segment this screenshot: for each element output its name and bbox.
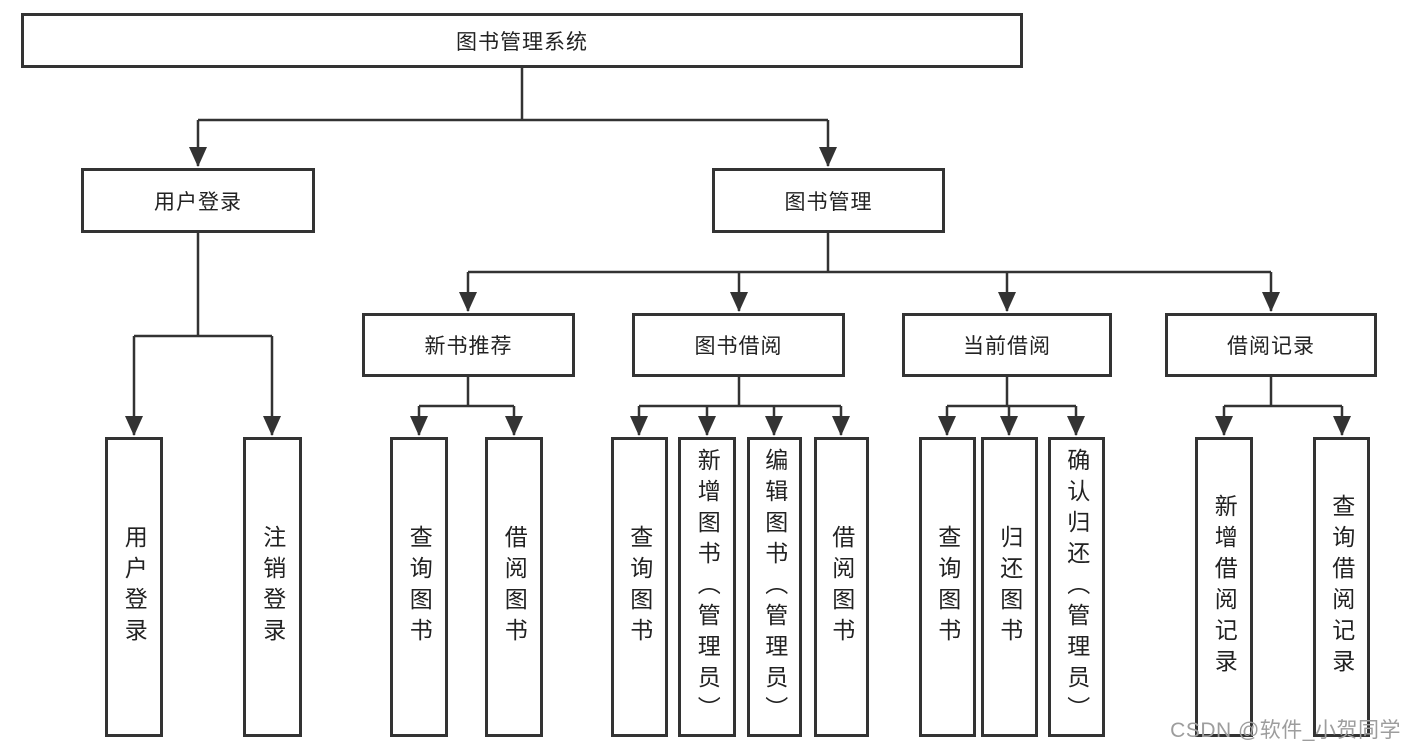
node-book-management: 图书管理 xyxy=(712,168,945,233)
node-borrowing-records: 借阅记录 xyxy=(1165,313,1377,377)
leaf-borrow-books-recommend: 借阅图书 xyxy=(485,437,543,737)
leaf-return-books: 归还图书 xyxy=(981,437,1038,737)
leaf-query-borrowing-record: 查询借阅记录 xyxy=(1313,437,1370,737)
leaf-confirm-return-admin: 确认归还（管理员） xyxy=(1048,437,1105,737)
node-new-book-recommendation: 新书推荐 xyxy=(362,313,575,377)
leaf-borrow-books-borrowing: 借阅图书 xyxy=(814,437,869,737)
leaf-add-borrowing-record: 新增借阅记录 xyxy=(1195,437,1253,737)
leaf-add-books-admin: 新增图书（管理员） xyxy=(678,437,736,737)
leaf-query-books-recommend: 查询图书 xyxy=(390,437,448,737)
node-book-borrowing: 图书借阅 xyxy=(632,313,845,377)
branch-lines xyxy=(134,68,1342,408)
leaf-query-books-borrowing: 查询图书 xyxy=(611,437,668,737)
node-root-library-management-system: 图书管理系统 xyxy=(21,13,1023,68)
node-user-login: 用户登录 xyxy=(81,168,315,233)
leaf-user-login: 用户登录 xyxy=(105,437,163,737)
leaf-logout: 注销登录 xyxy=(243,437,302,737)
leaf-edit-books-admin: 编辑图书（管理员） xyxy=(747,437,802,737)
node-current-borrowing: 当前借阅 xyxy=(902,313,1112,377)
csdn-watermark: CSDN @软件_小贺同学 xyxy=(1170,719,1401,742)
arrow-lines xyxy=(125,120,1351,436)
leaf-query-books-current: 查询图书 xyxy=(919,437,976,737)
